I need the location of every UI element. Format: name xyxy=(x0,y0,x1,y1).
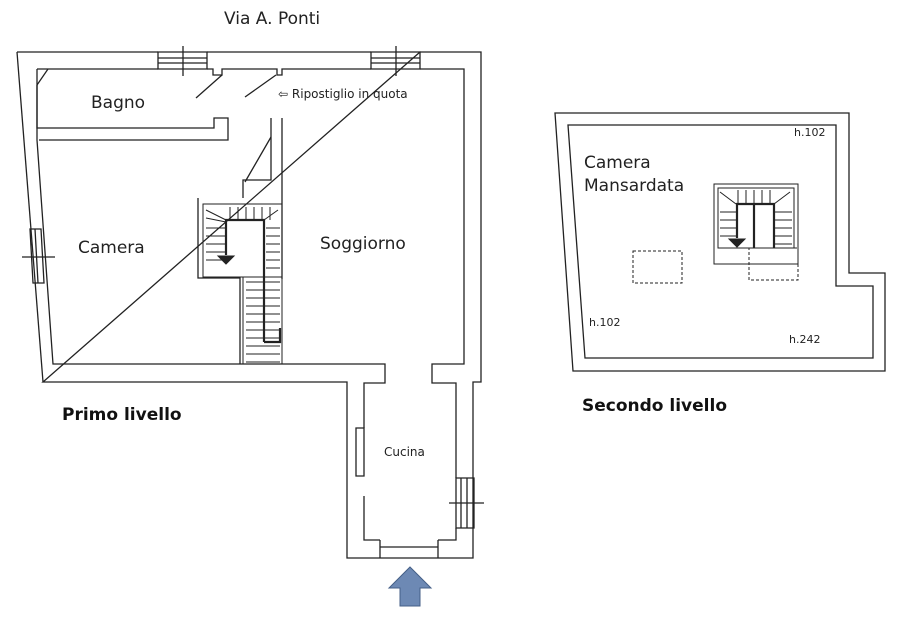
room-label-ripostiglio: ⇦ Ripostiglio in quota xyxy=(278,87,408,101)
height-label-bottom-left: h.102 xyxy=(589,316,621,329)
secondo-livello-walls xyxy=(554,112,886,372)
door-mark xyxy=(244,74,277,98)
skylight-right xyxy=(748,247,799,281)
mansarda-outer-wall xyxy=(554,112,886,372)
inner-wall-outline xyxy=(36,68,465,541)
primo-livello-stairs xyxy=(202,203,283,365)
primo-livello-walls xyxy=(16,46,484,559)
room-label-camera: Camera xyxy=(78,238,145,258)
stair-arrow-icon xyxy=(216,255,236,265)
bagno-wall-top xyxy=(36,68,49,86)
stair-lower-frame xyxy=(242,276,283,365)
outer-wall-left xyxy=(16,51,44,383)
window-top-right xyxy=(370,46,421,76)
room-label-soggiorno: Soggiorno xyxy=(320,234,406,254)
room-label-camera-mansardata-line2: Mansardata xyxy=(584,176,685,196)
window-right xyxy=(449,477,484,529)
bagno-wall xyxy=(36,85,229,141)
ripostiglio-text: Ripostiglio in quota xyxy=(291,87,408,101)
door-mark xyxy=(195,74,223,99)
entrance-door xyxy=(379,540,439,558)
mansarda-stair-treads xyxy=(719,190,792,245)
arrow-left-icon: ⇦ xyxy=(278,87,289,101)
room-label-camera-mansardata-line1: Camera xyxy=(584,153,651,173)
height-label-top-right: h.102 xyxy=(794,126,826,139)
mansarda-stair-arrow-icon xyxy=(727,238,747,248)
door-kitchen-left xyxy=(355,427,365,477)
partition-wall-lower xyxy=(197,198,241,364)
stair-walkline-lower xyxy=(264,328,282,344)
stair-walkline xyxy=(224,218,266,342)
level-title-secondo: Secondo livello xyxy=(582,396,727,416)
partition-wall xyxy=(242,118,283,279)
window-top-left xyxy=(157,46,208,76)
mansarda-stair-walkline xyxy=(735,202,776,248)
room-label-cucina: Cucina xyxy=(384,445,425,459)
height-label-bottom-right: h.242 xyxy=(789,333,821,346)
entrance-arrow-icon xyxy=(387,566,433,607)
window-left xyxy=(22,228,55,284)
skylight-left xyxy=(632,250,683,284)
secondo-livello-stairs xyxy=(632,183,799,284)
mansarda-stair-frame xyxy=(713,183,799,265)
mansarda-inner-wall xyxy=(567,124,874,359)
room-label-bagno: Bagno xyxy=(91,93,146,113)
outer-wall-outline xyxy=(17,51,482,559)
level-title-primo: Primo livello xyxy=(62,405,182,425)
street-label: Via A. Ponti xyxy=(224,9,321,29)
door-mark xyxy=(244,136,272,183)
